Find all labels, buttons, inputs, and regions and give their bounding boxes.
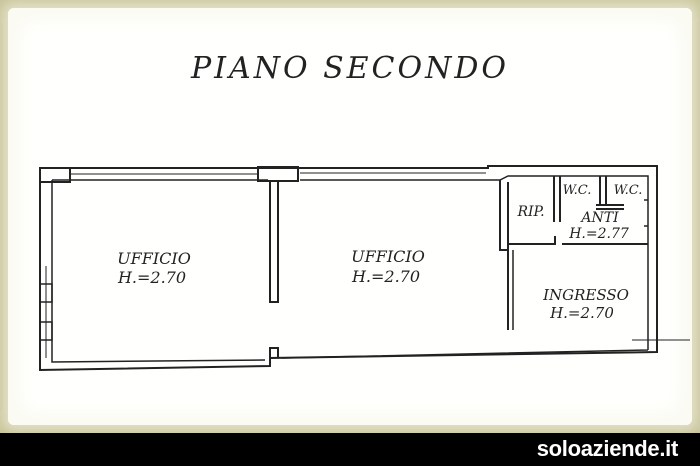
footer-bar: soloaziende.it [0, 433, 700, 466]
room-name: ANTI [579, 210, 619, 226]
room-name: INGRESSO [542, 286, 629, 304]
room-height: H.=2.70 [117, 268, 186, 287]
wc-partitions [644, 199, 648, 227]
wall-stub [39, 167, 71, 183]
outer-wall-inner-line [51, 175, 649, 363]
room-labels: UFFICIO H.=2.70 UFFICIO H.=2.70 INGRESSO… [117, 183, 642, 322]
room-name: UFFICIO [351, 247, 425, 266]
room-height: H.=2.77 [568, 226, 629, 242]
brand-logo-text: soloaziende.it [536, 436, 679, 461]
pillar [257, 166, 299, 182]
room-name: UFFICIO [117, 249, 191, 268]
floor-plan-drawing: PIANO SECONDO [39, 51, 690, 372]
walls [39, 165, 690, 372]
room-height: H.=2.70 [549, 304, 614, 322]
room-name: W.C. [614, 183, 643, 198]
room-height: H.=2.70 [351, 267, 420, 286]
image-frame: PIANO SECONDO [0, 0, 700, 433]
room-name: RIP. [516, 204, 544, 220]
room-name: W.C. [563, 183, 592, 198]
wc-partitions [553, 176, 624, 222]
partition-offices [269, 181, 279, 303]
outer-wall-outer-line [39, 165, 658, 372]
bottom-notch [269, 347, 279, 358]
service-block [499, 180, 648, 251]
plan-title: PIANO SECONDO [190, 51, 509, 86]
floor-plan-sheet [8, 8, 692, 425]
